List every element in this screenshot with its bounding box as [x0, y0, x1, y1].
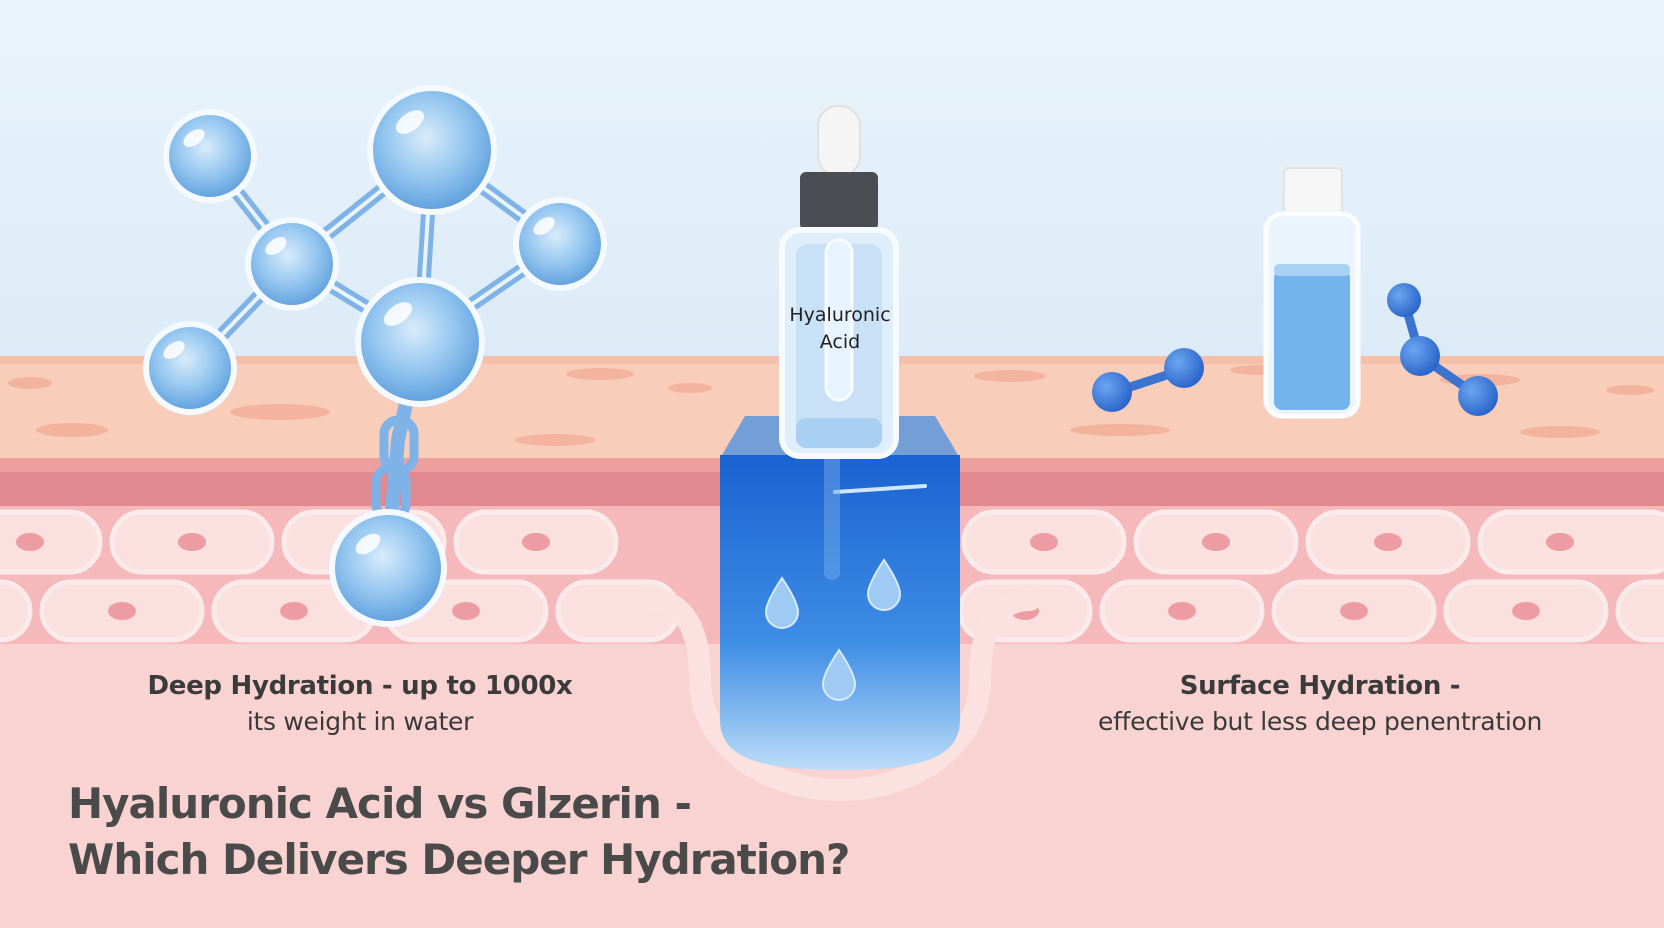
deep-hydration-subtitle: its weight in water: [246, 707, 474, 736]
water-droplets: [764, 558, 902, 701]
page-title: Hyaluronic Acid vs Glzerin - Which Deliv…: [68, 776, 968, 888]
surface-hydration-caption: Surface Hydration - effective but less d…: [1020, 668, 1620, 740]
serum-label-line2: Acid: [819, 331, 861, 353]
title-line-2: Which Delivers Deeper Hydration?: [68, 835, 850, 884]
hyaluronic-acid-bottle: [779, 105, 899, 459]
deep-hydration-caption: Deep Hydration - up to 1000x its weight …: [100, 668, 620, 740]
serum-bottle-label: Hyaluronic Acid: [780, 302, 900, 356]
serum-well-outline: [639, 589, 1041, 802]
serum-shine: [833, 484, 927, 494]
small-molecule-left: [1092, 348, 1204, 412]
hyaluronic-molecule: [143, 85, 607, 627]
glycerin-bottle: [1263, 167, 1361, 419]
small-molecule-right: [1387, 283, 1498, 416]
surface-hydration-title: Surface Hydration -: [1179, 671, 1461, 701]
surface-hydration-subtitle: effective but less deep penentration: [1097, 707, 1543, 736]
deep-hydration-title: Deep Hydration - up to 1000x: [147, 671, 573, 701]
serum-penetration-column: [720, 455, 960, 770]
serum-label-line1: Hyaluronic: [789, 304, 891, 326]
serum-stream: [824, 440, 840, 580]
skin-texture-spots: [8, 365, 1654, 446]
title-line-1: Hyaluronic Acid vs Glzerin -: [68, 779, 692, 828]
